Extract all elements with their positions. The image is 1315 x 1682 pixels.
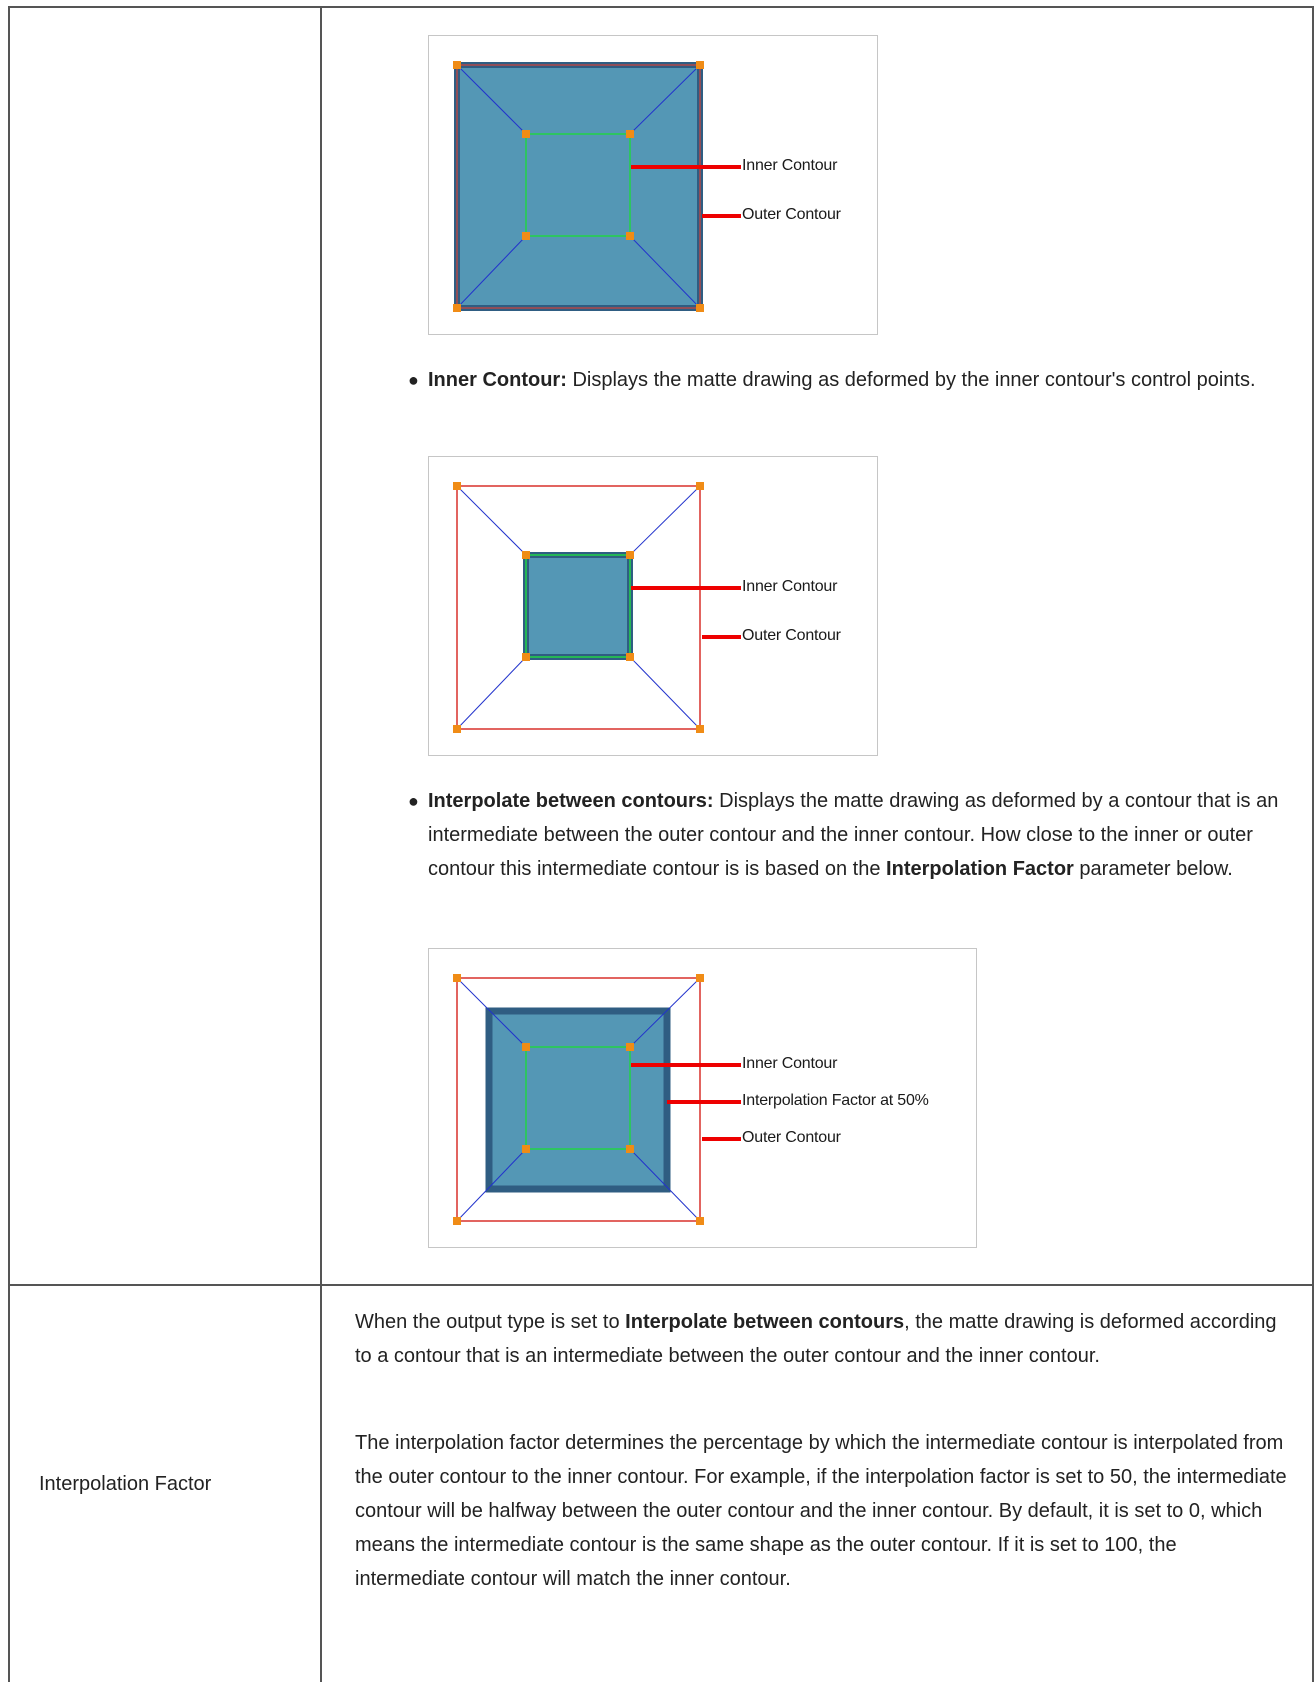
parameter-name: Interpolation Factor bbox=[39, 1473, 212, 1495]
table-left-border bbox=[8, 6, 10, 1682]
bullet-description: Displays the matte drawing as deformed b… bbox=[428, 790, 1279, 880]
bullet-text: Interpolate between contours: Displays t… bbox=[428, 784, 1288, 886]
bullet-dot: ● bbox=[408, 370, 419, 390]
control-points bbox=[453, 974, 704, 1225]
table-column-divider bbox=[320, 6, 322, 1682]
parameter-table bbox=[8, 6, 1314, 1682]
inner-contour-label: Inner Contour bbox=[742, 1055, 838, 1072]
interpolate-figure: Inner Contour Interpolation Factor at 50… bbox=[428, 948, 977, 1248]
para1-end: , the matte drawing is deformed accordin… bbox=[355, 1311, 1277, 1367]
para1-emphasis: Interpolate between contours bbox=[625, 1311, 905, 1333]
inner-contour-figure: Inner Contour Outer Contour bbox=[428, 456, 878, 756]
table-top-border bbox=[8, 6, 1314, 8]
outer-contour-figure: Inner Contour Outer Contour bbox=[428, 35, 878, 335]
interpolation-factor-label: Interpolation Factor at 50% bbox=[742, 1092, 929, 1109]
control-points bbox=[453, 482, 704, 733]
control-points bbox=[453, 61, 704, 312]
outer-contour-label: Outer Contour bbox=[742, 206, 841, 223]
inner-contour-label: Inner Contour bbox=[742, 157, 838, 174]
inner-contour-bullet: ● Inner Contour: Displays the matte draw… bbox=[408, 363, 1288, 397]
inner-contour-label: Inner Contour bbox=[742, 578, 838, 595]
para1-start: When the output type is set to bbox=[355, 1311, 620, 1333]
table-row-divider bbox=[8, 1284, 1314, 1286]
bullet-text: Inner Contour: Displays the matte drawin… bbox=[428, 363, 1288, 397]
outer-contour-label: Outer Contour bbox=[742, 1129, 841, 1146]
bullet-term: Interpolate between contours: bbox=[428, 790, 714, 812]
bullet-description: Displays the matte drawing as deformed b… bbox=[572, 369, 1256, 391]
bullet-description-end: parameter below. bbox=[1079, 858, 1233, 880]
description-paragraph-2: The interpolation factor determines the … bbox=[355, 1432, 1287, 1590]
inner-contour-diagram bbox=[453, 482, 741, 733]
bullet-dot: ● bbox=[408, 791, 419, 811]
bullet-emphasis: Interpolation Factor bbox=[886, 858, 1074, 880]
outer-contour-diagram bbox=[453, 61, 741, 312]
description-paragraph-1: When the output type is set to Interpola… bbox=[355, 1305, 1290, 1373]
interpolate-diagram bbox=[453, 974, 741, 1225]
bullet-term: Inner Contour: bbox=[428, 369, 567, 391]
interpolate-bullet: ● Interpolate between contours: Displays… bbox=[408, 784, 1288, 886]
outer-contour-label: Outer Contour bbox=[742, 627, 841, 644]
table-right-border bbox=[1312, 6, 1314, 1682]
